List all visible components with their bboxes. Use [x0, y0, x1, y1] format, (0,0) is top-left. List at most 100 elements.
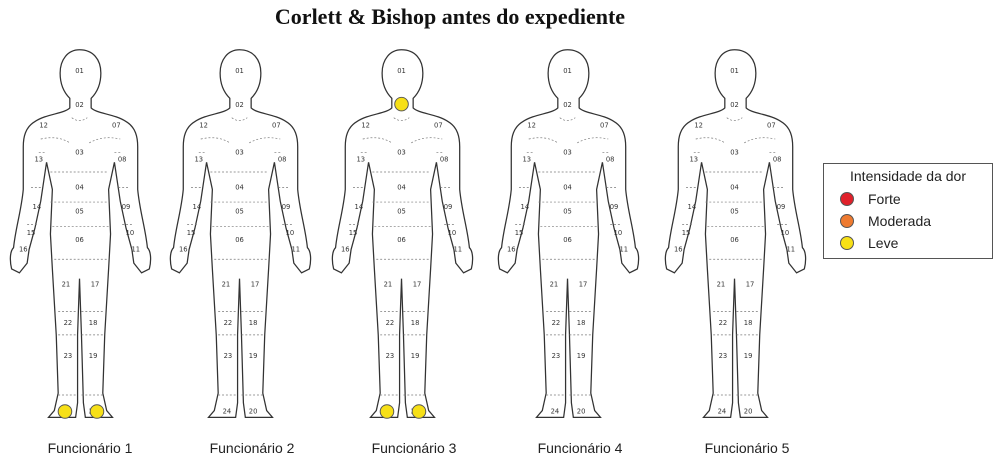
- body-figure: 0102120703130804140905151006161121172218…: [160, 38, 320, 433]
- zone-label-14: 14: [33, 203, 42, 211]
- zone-label-03: 03: [397, 149, 406, 157]
- zone-label-03: 03: [235, 149, 244, 157]
- zone-label-12: 12: [39, 121, 48, 129]
- zone-label-24: 24: [718, 407, 727, 415]
- zone-label-05: 05: [397, 208, 406, 216]
- zone-label-19: 19: [249, 352, 258, 360]
- zone-label-23: 23: [224, 352, 233, 360]
- body-outline-svg: 0102120703130804140905151006161121172218…: [160, 38, 320, 433]
- zone-label-17: 17: [413, 280, 422, 288]
- zone-label-03: 03: [563, 149, 572, 157]
- figure-caption: Funcionário 5: [667, 440, 827, 456]
- zone-label-04: 04: [75, 183, 84, 191]
- body-outline-svg: 0102120703130804140905151006161121172218…: [322, 38, 482, 433]
- zone-label-18: 18: [249, 319, 258, 327]
- zone-label-14: 14: [193, 203, 202, 211]
- zone-label-02: 02: [235, 101, 244, 109]
- zone-label-13: 13: [34, 155, 43, 163]
- pain-marker-zone-24: [58, 405, 72, 419]
- zone-label-08: 08: [773, 155, 782, 163]
- pain-marker-zone-24: [380, 405, 394, 419]
- legend-item-moderada: Moderada: [840, 211, 931, 231]
- zone-label-21: 21: [222, 280, 231, 288]
- zone-label-16: 16: [674, 246, 683, 254]
- zone-label-10: 10: [126, 229, 135, 237]
- zone-label-19: 19: [744, 352, 753, 360]
- pain-marker-zone-20: [90, 405, 104, 419]
- zone-label-01: 01: [75, 67, 84, 75]
- zone-label-12: 12: [694, 121, 703, 129]
- zone-label-15: 15: [682, 229, 691, 237]
- body-outline-svg: 0102120703130804140905151006161121172218…: [655, 38, 815, 433]
- zone-label-15: 15: [515, 229, 524, 237]
- zone-label-08: 08: [606, 155, 615, 163]
- zone-label-06: 06: [235, 236, 244, 244]
- zone-label-09: 09: [444, 203, 453, 211]
- zone-label-18: 18: [577, 319, 586, 327]
- zone-label-24: 24: [551, 407, 560, 415]
- zone-label-16: 16: [179, 246, 188, 254]
- zone-label-09: 09: [282, 203, 291, 211]
- body-outline-svg: 0102120703130804140905151006161121172218…: [0, 38, 160, 433]
- zone-label-07: 07: [272, 121, 281, 129]
- zone-label-11: 11: [786, 246, 795, 254]
- zone-label-10: 10: [781, 229, 790, 237]
- legend-label: Moderada: [868, 213, 931, 229]
- zone-label-13: 13: [522, 155, 531, 163]
- zone-label-06: 06: [730, 236, 739, 244]
- zone-label-07: 07: [600, 121, 609, 129]
- zone-label-15: 15: [27, 229, 36, 237]
- zone-label-06: 06: [397, 236, 406, 244]
- zone-label-03: 03: [730, 149, 739, 157]
- zone-label-01: 01: [235, 67, 244, 75]
- zone-label-21: 21: [550, 280, 559, 288]
- pain-marker-zone-02: [395, 97, 409, 111]
- zone-label-21: 21: [62, 280, 71, 288]
- zone-label-05: 05: [730, 208, 739, 216]
- zone-label-04: 04: [235, 183, 244, 191]
- zone-label-17: 17: [746, 280, 755, 288]
- zone-label-12: 12: [199, 121, 208, 129]
- zone-label-07: 07: [112, 121, 121, 129]
- zone-label-23: 23: [719, 352, 728, 360]
- figure-caption: Funcionário 1: [10, 440, 170, 456]
- zone-label-20: 20: [577, 407, 586, 415]
- zone-label-16: 16: [507, 246, 516, 254]
- figure-caption: Funcionário 3: [334, 440, 494, 456]
- zone-label-16: 16: [341, 246, 350, 254]
- legend-label: Forte: [868, 191, 901, 207]
- zone-label-13: 13: [689, 155, 698, 163]
- zone-label-22: 22: [386, 319, 395, 327]
- zone-label-19: 19: [577, 352, 586, 360]
- zone-label-01: 01: [563, 67, 572, 75]
- zone-label-17: 17: [251, 280, 260, 288]
- zone-label-11: 11: [291, 246, 300, 254]
- zone-label-13: 13: [194, 155, 203, 163]
- zone-label-06: 06: [75, 236, 84, 244]
- zone-label-18: 18: [744, 319, 753, 327]
- zone-label-09: 09: [777, 203, 786, 211]
- zone-label-04: 04: [563, 183, 572, 191]
- zone-label-13: 13: [356, 155, 365, 163]
- zone-label-08: 08: [440, 155, 449, 163]
- zone-label-02: 02: [730, 101, 739, 109]
- zone-label-09: 09: [122, 203, 131, 211]
- zone-label-20: 20: [249, 407, 258, 415]
- zone-label-11: 11: [453, 246, 462, 254]
- body-outline-svg: 0102120703130804140905151006161121172218…: [488, 38, 648, 433]
- zone-label-03: 03: [75, 149, 84, 157]
- zone-label-08: 08: [278, 155, 287, 163]
- legend: Intensidade da dor Forte Moderada Leve: [823, 163, 993, 259]
- body-figure: 0102120703130804140905151006161121172218…: [0, 38, 160, 433]
- figure-caption: Funcionário 2: [172, 440, 332, 456]
- legend-label: Leve: [868, 235, 898, 251]
- legend-swatch: [840, 236, 854, 250]
- pain-marker-zone-20: [412, 405, 426, 419]
- zone-label-17: 17: [91, 280, 100, 288]
- zone-label-14: 14: [355, 203, 364, 211]
- zone-label-15: 15: [187, 229, 196, 237]
- legend-item-forte: Forte: [840, 189, 901, 209]
- zone-label-24: 24: [223, 407, 232, 415]
- zone-label-07: 07: [434, 121, 443, 129]
- zone-label-22: 22: [719, 319, 728, 327]
